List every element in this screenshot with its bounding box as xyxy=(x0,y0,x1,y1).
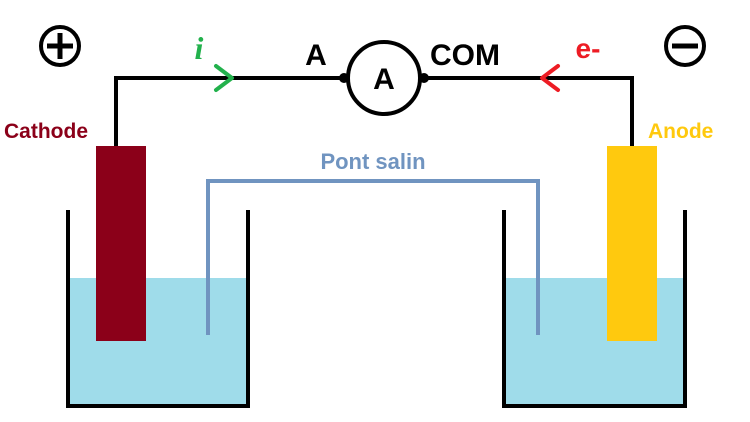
cathode-label: Cathode xyxy=(4,120,88,143)
ammeter-symbol: A xyxy=(373,63,395,96)
ammeter-terminal-com xyxy=(419,73,429,83)
anode-label: Anode xyxy=(648,120,713,143)
salt-bridge-label: Pont salin xyxy=(320,149,425,174)
plus-icon xyxy=(39,25,81,67)
right-beaker xyxy=(502,210,687,408)
ammeter-terminal-a-label: A xyxy=(305,39,327,72)
current-arrow-icon xyxy=(214,64,234,92)
wire-left xyxy=(114,76,343,146)
anode-electrode xyxy=(607,146,657,341)
wire-right xyxy=(425,76,634,146)
ammeter-terminal-com-label: COM xyxy=(430,39,500,72)
electron-label: e- xyxy=(576,33,601,64)
current-label: i xyxy=(195,30,204,66)
left-beaker xyxy=(66,210,250,408)
minus-icon xyxy=(664,25,706,67)
ammeter-terminal-a xyxy=(339,73,349,83)
salt-bridge xyxy=(206,179,540,335)
cathode-electrode xyxy=(96,146,146,341)
electron-arrow-icon xyxy=(540,64,560,92)
